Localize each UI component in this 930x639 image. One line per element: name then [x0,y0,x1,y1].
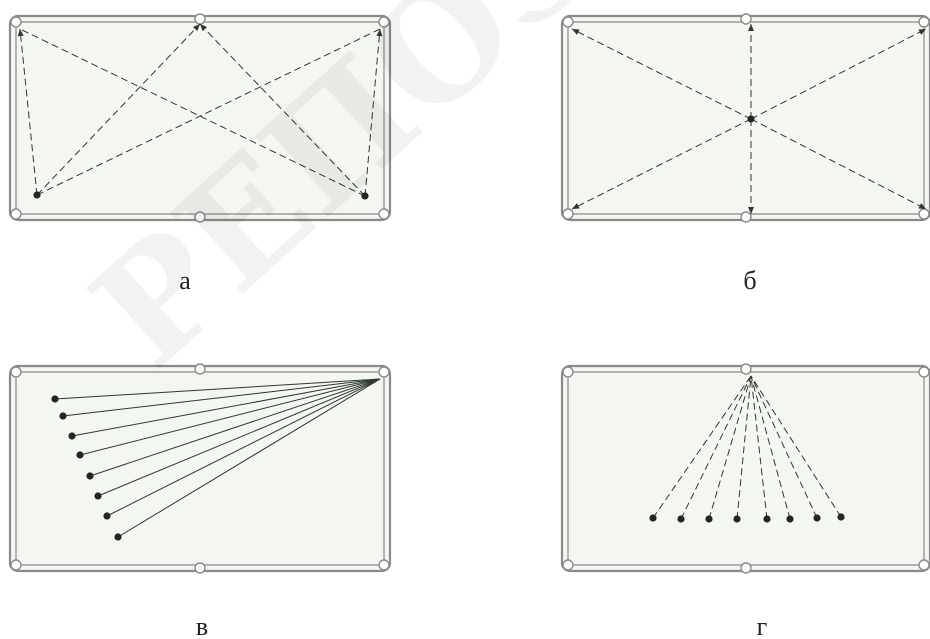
panel-g-pocket-5 [740,562,752,574]
panel-b-ball [747,115,755,123]
panel-g-path-7 [750,375,818,519]
panel-a-arrow-3 [192,24,200,32]
panel-a-arrow-2 [376,29,383,37]
panel-v-pocket-2 [194,363,206,375]
panel-b-arrow-3 [918,29,926,35]
panel-a-arrow-4 [200,24,208,32]
panel-g-pocket-6 [918,559,930,571]
panel-b-pocket-1 [562,16,574,28]
panel-g-ball-4 [733,515,741,523]
panel-v-path-5 [89,378,381,477]
panel-v-ball-8 [114,533,122,541]
panel-v-path-7 [106,378,381,517]
panel-v-ball-7 [103,512,111,520]
panel-g-table-outer [560,364,930,573]
panel-g-ball-7 [813,514,821,522]
panel-g-ball-8 [837,513,845,521]
panel-a-arrow-1 [17,29,24,37]
caption-b: б [743,266,757,295]
panel-a-path-1-1 [19,28,38,196]
panel-a-path-1-3 [36,28,381,196]
panel-b-path-1 [571,28,752,120]
panel-g-ball-5 [763,515,771,523]
panel-b-table-outer [560,14,930,222]
panel-g-ball-6 [786,515,794,523]
panel-v-path-3 [71,378,381,437]
panel-g-pocket-3 [918,366,930,378]
panel-a-ball-2 [361,192,369,200]
panel-v-pocket-1 [10,366,22,378]
caption-v: в [195,612,209,639]
panel-v-ball-5 [86,472,94,480]
panel-g-path-8 [750,375,842,518]
panel-g-ball-3 [705,515,713,523]
panel-b-arrow-4 [572,203,580,209]
panel-v-ball-6 [94,492,102,500]
panel-b-pocket-3 [918,16,930,28]
panel-b-pocket-2 [740,13,752,25]
panel-g-path-5 [750,375,768,520]
panel-b-pocket-6 [918,208,930,220]
panel-a-path-2-2 [199,23,366,197]
panel-b-arrow-6 [918,203,926,209]
panel-a-pocket-1 [10,16,22,28]
panel-v-path-4 [79,378,381,456]
panel-g-path-2 [680,375,752,520]
panel-v-pocket-3 [378,366,390,378]
panel-v-table-outer [8,364,392,573]
panel-v-pocket-6 [378,559,390,571]
panel-g-path-3 [708,375,752,520]
panel-g-path-6 [750,375,791,520]
panel-b-path-4 [571,118,752,210]
panel-g-ball-1 [649,514,657,522]
panel-b-pocket-5 [740,211,752,223]
panel-a-pocket-4 [10,208,22,220]
panel-v-path-2 [62,378,381,417]
panel-a-pocket-3 [378,16,390,28]
panel-g-ball-2 [677,515,685,523]
panel-b-arrow-5 [748,207,754,214]
panel-v-ball-3 [68,432,76,440]
panel-v-ball-4 [76,451,84,459]
caption-a: а [179,266,191,295]
panel-a-pocket-2 [194,13,206,25]
panel-a-path-2-1 [19,28,366,197]
panel-v-pocket-5 [194,562,206,574]
panel-b-pocket-4 [562,208,574,220]
panel-a-pocket-5 [194,211,206,223]
panel-a-table-outer [8,14,392,222]
caption-g: г [756,612,768,639]
panel-g-path-4 [736,375,752,520]
panel-v-ball-2 [59,412,67,420]
panel-a-ball-1 [33,191,41,199]
panel-b-arrow-1 [572,29,580,35]
panel-v-path-1 [54,378,381,400]
panel-v-path-6 [97,378,381,497]
panel-b-arrow-2 [748,24,754,31]
panel-v-pocket-4 [10,559,22,571]
panel-g-pocket-4 [562,559,574,571]
panel-g-pocket-1 [562,366,574,378]
panel-g-pocket-2 [740,363,752,375]
panel-v-ball-1 [51,395,59,403]
panel-v-path-8 [117,378,381,538]
panel-a-path-1-2 [36,23,201,196]
panel-a-path-2-3 [364,28,381,197]
panel-a-pocket-6 [378,208,390,220]
panel-g-path-1 [652,375,752,519]
